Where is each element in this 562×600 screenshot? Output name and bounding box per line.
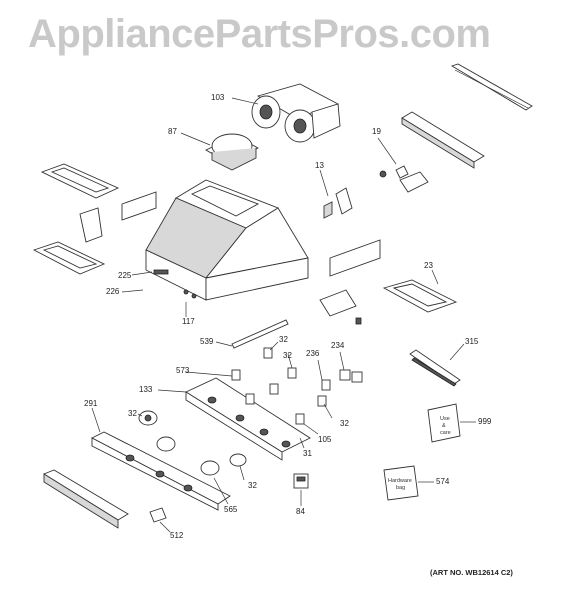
hardware-bag-line1: Hardware bbox=[388, 478, 412, 484]
callout-32-a: 32 bbox=[279, 335, 288, 344]
use-care-line1: Use bbox=[440, 416, 450, 422]
callout-291: 291 bbox=[84, 399, 98, 408]
part-filter-left-bottom bbox=[32, 241, 106, 275]
callout-234: 234 bbox=[331, 341, 345, 350]
part-top-rail bbox=[450, 63, 533, 111]
callout-32-c: 32 bbox=[128, 409, 137, 418]
callout-84: 84 bbox=[296, 507, 305, 516]
callout-573: 573 bbox=[176, 366, 190, 375]
part-574-hardware-bag: Hardware bag bbox=[383, 465, 419, 501]
callout-117: 117 bbox=[182, 317, 195, 326]
callout-23: 23 bbox=[424, 261, 433, 270]
callout-87: 87 bbox=[168, 127, 177, 136]
part-bracket-left bbox=[79, 191, 157, 243]
part-hood-body bbox=[145, 179, 309, 301]
part-539-rod bbox=[231, 319, 289, 349]
callout-512: 512 bbox=[170, 531, 184, 540]
part-right-bracket bbox=[319, 239, 381, 325]
part-133-control-panel bbox=[185, 377, 311, 461]
watermark: AppliancePartsPros.com bbox=[28, 12, 491, 56]
callout-32-d: 32 bbox=[340, 419, 349, 428]
callout-133: 133 bbox=[139, 385, 153, 394]
callout-226: 226 bbox=[106, 287, 120, 296]
callout-32-e: 32 bbox=[248, 481, 257, 490]
part-512 bbox=[149, 507, 167, 523]
callout-105: 105 bbox=[318, 435, 332, 444]
part-999-use-care: Use & care bbox=[427, 403, 461, 443]
callout-236: 236 bbox=[306, 349, 320, 358]
hardware-bag-line2: bag bbox=[396, 485, 405, 491]
art-number: (ART NO. WB12614 C2) bbox=[430, 568, 513, 577]
part-103-blower bbox=[251, 83, 341, 143]
callout-31: 31 bbox=[303, 449, 312, 458]
callout-19: 19 bbox=[372, 127, 381, 136]
part-13 bbox=[323, 187, 353, 219]
part-87-motor bbox=[205, 133, 259, 171]
part-switches bbox=[231, 347, 363, 425]
callout-574: 574 bbox=[436, 477, 450, 486]
part-291-panel bbox=[91, 431, 231, 511]
use-care-line3: care bbox=[440, 430, 451, 436]
callout-225: 225 bbox=[118, 271, 132, 280]
callout-539: 539 bbox=[200, 337, 214, 346]
part-knobs bbox=[138, 410, 247, 476]
callout-565: 565 bbox=[224, 505, 238, 514]
leader-lines bbox=[137, 341, 345, 505]
callout-999: 999 bbox=[478, 417, 492, 426]
part-315-strip bbox=[409, 349, 461, 387]
callout-315: 315 bbox=[465, 337, 479, 346]
part-lower-channel bbox=[43, 469, 129, 529]
callout-103: 103 bbox=[211, 93, 225, 102]
part-23-filter bbox=[382, 279, 458, 313]
part-filter-left-top bbox=[40, 163, 120, 199]
callout-32-b: 32 bbox=[283, 351, 292, 360]
part-19 bbox=[379, 165, 429, 193]
use-care-line2: & bbox=[442, 423, 446, 429]
part-rail-channel bbox=[401, 111, 485, 169]
part-84 bbox=[293, 473, 309, 489]
callout-13: 13 bbox=[315, 161, 324, 170]
